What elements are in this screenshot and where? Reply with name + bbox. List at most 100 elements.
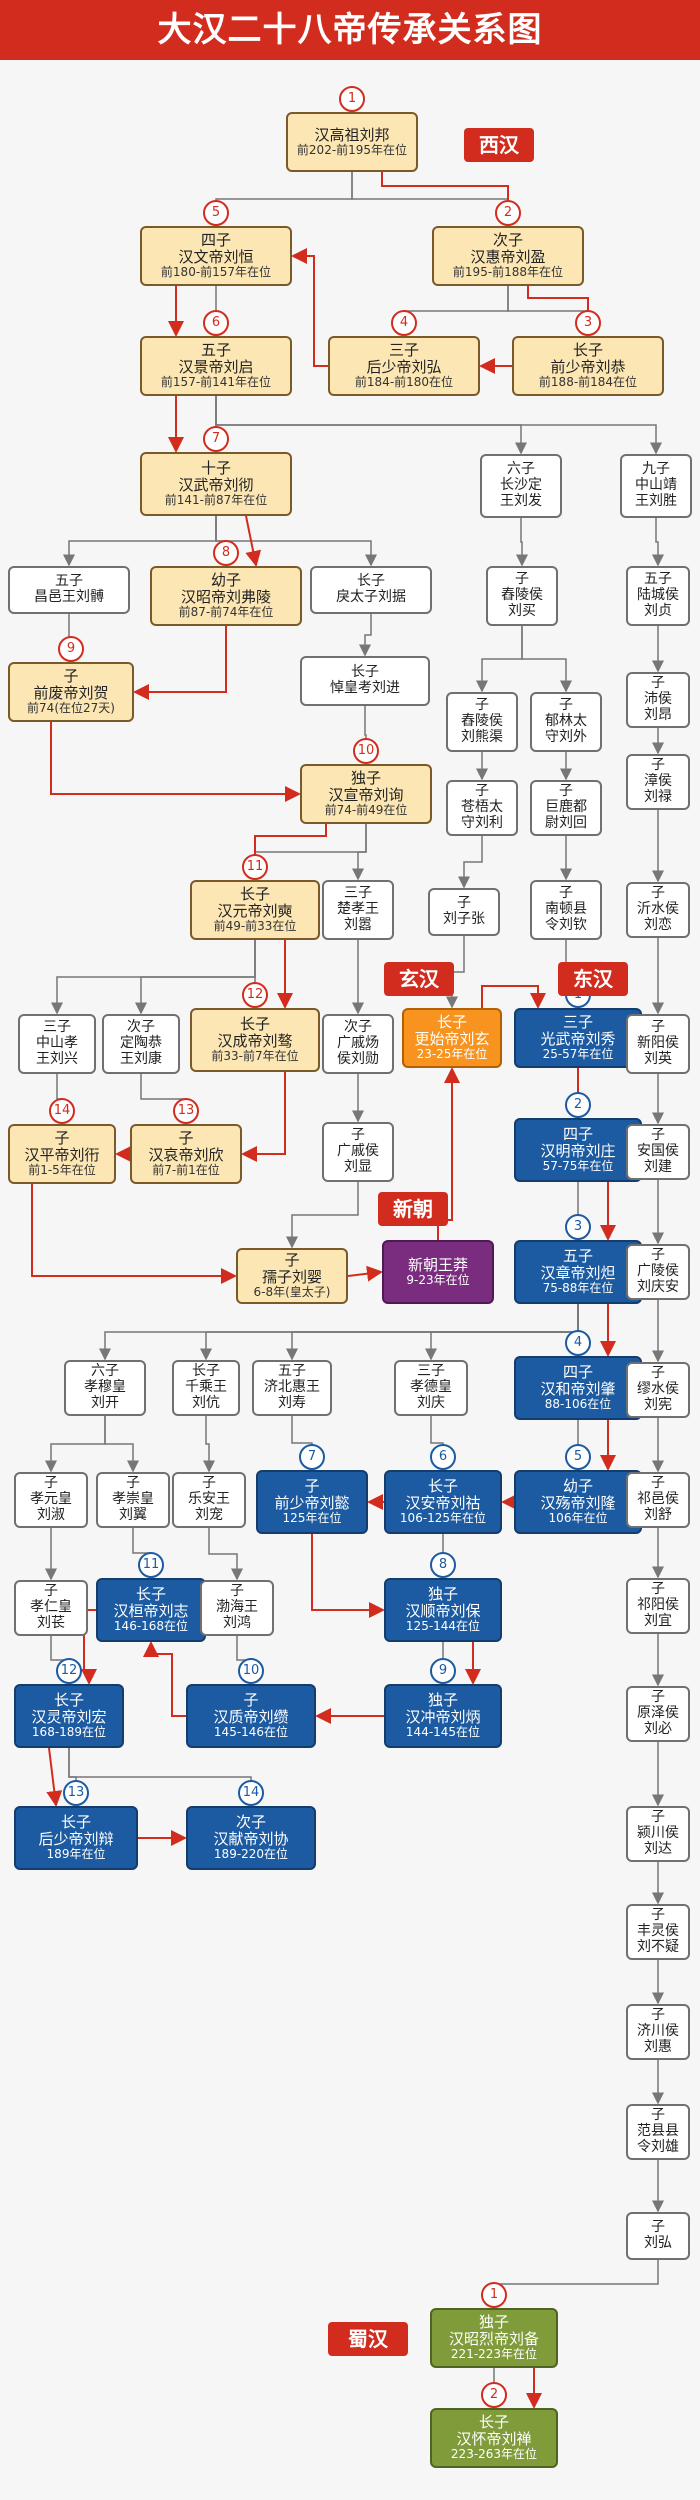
node-liuhui: 子巨鹿都尉刘回 <box>530 780 602 836</box>
node-text-line: 刘建 <box>644 1158 672 1175</box>
node-text-line: 更始帝刘玄 <box>414 1030 490 1049</box>
node-dates: 23-25年在位 <box>416 1047 488 1062</box>
node-dates: 106年在位 <box>548 1511 608 1526</box>
node-text-line: 子 <box>284 1251 300 1270</box>
reign-order-badge: 6 <box>430 1444 456 1470</box>
lineage-line <box>488 2260 659 2309</box>
node-text-line: 原泽侯 <box>637 1705 679 1722</box>
node-text-line: 子 <box>651 1247 665 1264</box>
node-text-line: 汉昭烈帝刘备 <box>448 2330 539 2349</box>
node-text-line: 六子 <box>507 461 535 478</box>
node-text-line: 刘寿 <box>278 1394 306 1411</box>
node-dingtao: 次子定陶恭王刘康 <box>102 1014 180 1074</box>
node-dates: 125年在位 <box>282 1511 342 1526</box>
node-jingdi: 五子汉景帝刘启前157-前141年在位 <box>140 336 292 396</box>
node-dates: 前74(在位27天) <box>27 701 115 716</box>
node-text-line: 子 <box>651 1365 665 1382</box>
node-text-line: 后少帝刘辩 <box>38 1830 114 1849</box>
node-text-line: 五子 <box>562 1247 593 1266</box>
succession-arrow <box>245 515 262 567</box>
node-liuang: 子沛侯刘昂 <box>626 672 690 728</box>
node-dates: 144-145在位 <box>405 1725 481 1740</box>
reign-order-badge: 6 <box>203 310 229 336</box>
node-dates: 前184-前180在位 <box>354 375 454 390</box>
node-text-line: 四子 <box>562 1125 593 1144</box>
node-liuzizhang: 子刘子张 <box>428 888 500 936</box>
node-text-line: 子 <box>651 2007 665 2024</box>
succession-arrow <box>291 248 328 367</box>
node-text-line: 汉和帝刘肇 <box>540 1380 616 1399</box>
node-text-line: 刘宠 <box>195 1506 223 1523</box>
node-text-line: 前少帝刘恭 <box>550 358 626 377</box>
node-yuandi: 长子汉元帝刘奭前49-前33在位 <box>190 880 320 940</box>
node-text-line: 孝崇皇 <box>112 1491 154 1508</box>
node-text-line: 子 <box>178 1129 194 1148</box>
node-chengdi: 长子汉成帝刘骜前33-前7年在位 <box>190 1008 320 1072</box>
node-text-line: 新朝王莽 <box>407 1255 468 1274</box>
node-text-line: 沂水侯 <box>637 901 679 918</box>
node-text-line: 子 <box>651 1127 665 1144</box>
node-zhongshan9: 九子中山靖王刘胜 <box>620 454 692 518</box>
succession-arrow <box>133 626 227 700</box>
node-text-line: 汉文帝刘恒 <box>178 248 254 267</box>
succession-arrow <box>311 1534 385 1618</box>
node-text-line: 广陵侯 <box>637 1263 679 1280</box>
node-dates: 前157-前141年在位 <box>160 375 272 390</box>
node-dates: 57-75年在位 <box>542 1159 614 1174</box>
node-text-line: 子 <box>651 1689 665 1706</box>
node-text-line: 幼子 <box>562 1477 593 1496</box>
node-text-line: 王刘兴 <box>36 1050 78 1067</box>
node-text-line: 刘达 <box>644 1840 672 1857</box>
node-houshao: 三子后少帝刘弘前184-前180在位 <box>328 336 480 396</box>
node-text-line: 汉质帝刘缵 <box>213 1708 289 1727</box>
node-dates: 前202-前195年在位 <box>296 142 408 157</box>
node-text-line: 令刘钦 <box>545 916 587 933</box>
node-dates: 前49-前33在位 <box>213 919 297 934</box>
dynasty-label-xinchao: 新朝 <box>378 1192 448 1226</box>
node-text-line: 汉殇帝刘隆 <box>540 1494 616 1513</box>
node-dates: 前1-5年在位 <box>28 1163 96 1178</box>
node-dates: 前74-前49在位 <box>324 803 408 818</box>
node-dates: 125-144在位 <box>405 1619 481 1634</box>
node-text-line: 长子 <box>436 1013 467 1032</box>
node-text-line: 十子 <box>200 459 231 478</box>
lineage-line <box>351 172 514 227</box>
node-dates: 前7-前1在位 <box>152 1163 220 1178</box>
node-text-line: 子 <box>651 757 665 774</box>
node-liuyi: 子孝崇皇刘翼 <box>96 1472 170 1528</box>
reign-order-badge: 9 <box>430 1658 456 1684</box>
node-dates: 9-23年在位 <box>406 1272 470 1287</box>
node-dates: 前180-前157年在位 <box>160 265 272 280</box>
node-text-line: 汉惠帝刘盈 <box>470 248 546 267</box>
node-text-line: 丰灵侯 <box>637 1923 679 1940</box>
node-text-line: 刘禄 <box>644 788 672 805</box>
node-liuda: 子颍川侯刘达 <box>626 1806 690 1862</box>
reign-order-badge: 3 <box>565 1214 591 1240</box>
node-text-line: 前少帝刘懿 <box>274 1494 350 1513</box>
reign-order-badge: 9 <box>58 636 84 662</box>
lineage-line <box>249 824 367 881</box>
node-liuhui2: 子济川侯刘惠 <box>626 2004 690 2060</box>
node-liuxian: 子广戚侯刘显 <box>322 1122 394 1182</box>
node-text-line: 刘弘 <box>644 2235 672 2251</box>
lineage-line <box>516 518 528 567</box>
node-pingdi: 子汉平帝刘衎前1-5年在位 <box>8 1124 116 1184</box>
node-text-line: 刘苌 <box>37 1614 65 1631</box>
node-text-line: 子 <box>651 1475 665 1492</box>
reign-order-badge: 7 <box>299 1444 325 1470</box>
node-dates: 223-263年在位 <box>450 2447 538 2462</box>
node-dates: 221-223年在位 <box>450 2347 538 2362</box>
node-text-line: 子 <box>515 571 529 588</box>
lineage-line <box>352 824 367 881</box>
node-text-line: 长子 <box>135 1585 166 1604</box>
reign-order-badge: 10 <box>353 738 379 764</box>
node-text-line: 子 <box>651 2107 665 2124</box>
node-dates: 前33-前7年在位 <box>211 1049 299 1064</box>
node-text-line: 汉哀帝刘欣 <box>148 1146 224 1165</box>
node-text-line: 子 <box>44 1583 58 1600</box>
node-text-line: 刘惠 <box>644 2038 672 2055</box>
